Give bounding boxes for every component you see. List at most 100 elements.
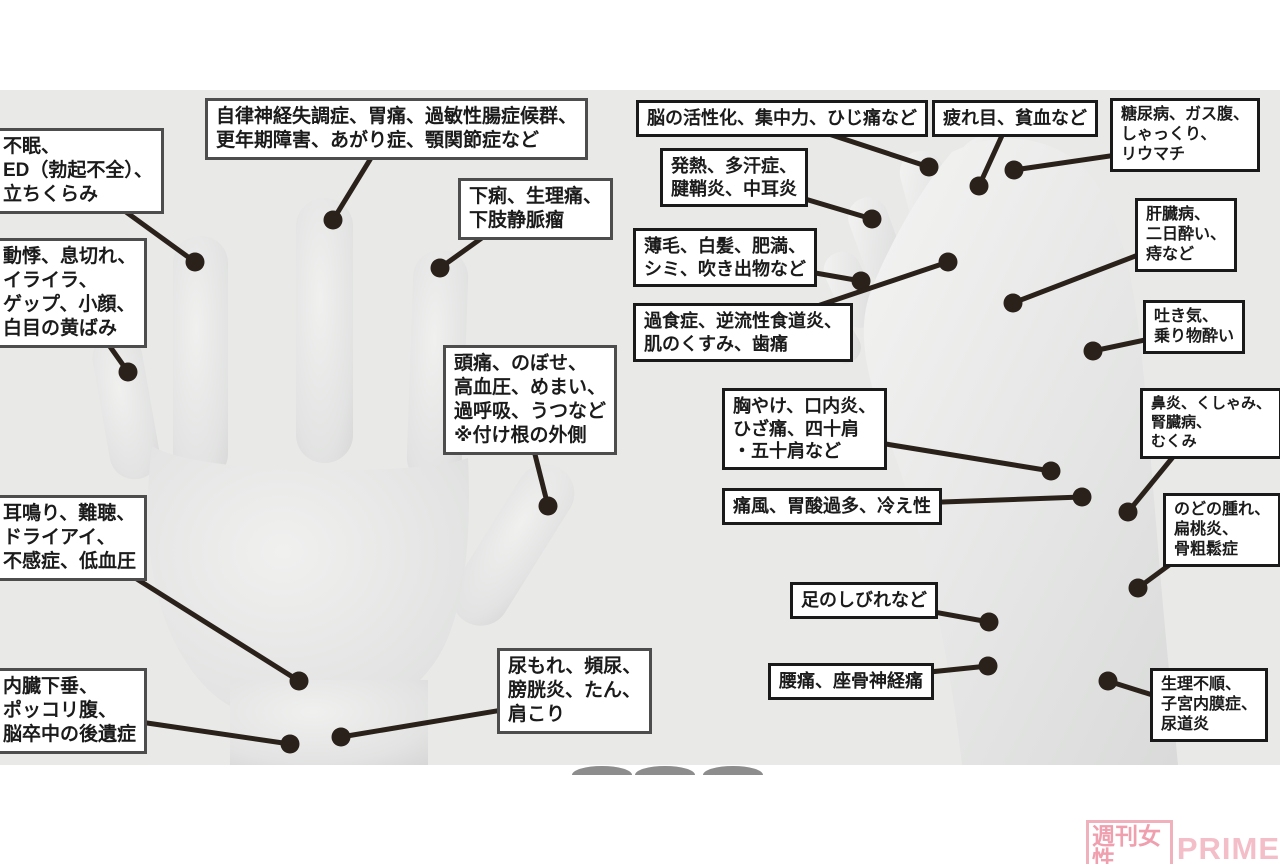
middle-finger — [296, 198, 353, 463]
callout-text-line: 動悸、息切れ、 — [3, 246, 137, 267]
point-dot-throat-swelling — [1128, 578, 1148, 598]
callout-text-line: 尿もれ、頻尿、 — [508, 656, 642, 677]
callout-text-line: 子宮内膜症、 — [1161, 696, 1258, 714]
callout-liver-disease: 肝臓病、二日酔い、痔など — [1135, 198, 1238, 273]
callout-lower-back-pain: 腰痛、座骨神経痛 — [768, 663, 934, 700]
callout-text-line: 肝臓病、 — [1146, 206, 1211, 223]
callout-text-line: 立ちくらみ — [3, 183, 99, 205]
palm-back — [147, 446, 469, 725]
callout-text-line: 尿道炎 — [1161, 716, 1210, 734]
callout-text-line: 耳鳴り、難聴、 — [3, 503, 136, 524]
callout-text-line: 頭痛、のぼせ、 — [454, 353, 588, 374]
callout-text-line: 腎臓病、 — [1151, 413, 1212, 431]
callout-text-line: 白目の黄ばみ — [3, 317, 118, 339]
callout-nausea: 吐き気、乗り物酔い — [1143, 300, 1246, 355]
point-dot-rhinitis — [1118, 502, 1138, 522]
callout-text-line: 高血圧、めまい、 — [454, 376, 607, 398]
point-dot-menstrual — [1098, 671, 1118, 691]
point-dot-autonomic-nerve — [323, 210, 343, 230]
callout-text-line: ※付け根の外側 — [454, 424, 587, 446]
callout-text-line: 自律神経失調症、胃痛、過敏性腸症候群、 — [216, 106, 578, 127]
wrist — [230, 680, 428, 765]
callout-text-line: ・五十肩など — [733, 441, 841, 462]
callout-text-line: 更年期障害、あがり症、顎関節症など — [216, 129, 540, 151]
callout-headache: 頭痛、のぼせ、高血圧、めまい、過呼吸、うつなど※付け根の外側 — [443, 345, 618, 455]
callout-text-line: 薄毛、白髪、肥満、 — [644, 236, 806, 256]
callout-text-line: ゲップ、小顔、 — [3, 293, 136, 315]
callout-text-line: 生理不順、 — [1161, 676, 1242, 693]
callout-text-line: 腱鞘炎、中耳炎 — [671, 178, 797, 199]
point-dot-gout — [1072, 487, 1092, 507]
point-dot-visceral-droop — [280, 734, 300, 754]
callout-text-line: リウマチ — [1121, 146, 1186, 164]
callout-text-line: 糖尿病、ガス腹、 — [1121, 106, 1250, 123]
callout-text-line: 腰痛、座骨神経痛 — [779, 671, 923, 691]
callout-text-line: 疲れ目、貧血など — [943, 108, 1087, 128]
callout-tinnitus: 耳鳴り、難聴、ドライアイ、不感症、低血圧 — [0, 495, 148, 581]
callout-text-line: ドライアイ、 — [3, 526, 116, 548]
ring-finger — [173, 236, 228, 481]
callout-text-line: ひざ痛、四十肩 — [733, 418, 859, 439]
bottom-fingertip-arcs — [572, 766, 763, 775]
callout-text-line: 内臓下垂、 — [3, 676, 99, 697]
callout-text-line: 膀胱炎、たん、 — [508, 679, 642, 701]
fingertip-arc — [703, 766, 763, 775]
callout-text-line: 発熱、多汗症、 — [671, 156, 797, 176]
callout-text-line: しゃっくり、 — [1121, 126, 1217, 144]
callout-text-line: イライラ、 — [3, 269, 98, 291]
point-dot-tinnitus — [289, 671, 309, 691]
callout-gout: 痛風、胃酸過多、冷え性 — [722, 488, 942, 525]
point-dot-insomnia — [185, 252, 205, 272]
callout-leg-numbness: 足のしびれなど — [790, 582, 938, 619]
callout-rhinitis: 鼻炎、くしゃみ、腎臓病、むくみ — [1140, 388, 1280, 459]
callout-diabetes: 糖尿病、ガス腹、しゃっくり、リウマチ — [1110, 98, 1261, 173]
callout-brain-activation: 脳の活性化、集中力、ひじ痛など — [636, 100, 928, 137]
callout-diarrhea: 下痢、生理痛、下肢静脈瘤 — [458, 178, 614, 240]
callout-text-line: 肩こり — [508, 703, 566, 725]
callout-text-line: 乗り物酔い — [1154, 328, 1235, 346]
point-dot-fever — [862, 209, 882, 229]
callout-text-line: 下肢静脈瘤 — [469, 209, 565, 231]
point-dot-headache — [538, 496, 558, 516]
callout-tired-eyes: 疲れ目、貧血など — [932, 100, 1098, 137]
callout-text-line: 脳卒中の後遺症 — [3, 723, 137, 745]
point-dot-tired-eyes — [969, 176, 989, 196]
foot-body — [863, 138, 1178, 765]
magazine-watermark: 週刊女性 PRIME — [1086, 820, 1280, 864]
callout-throat-swelling: のどの腫れ、扁桃炎、骨粗鬆症 — [1163, 493, 1280, 568]
callout-text-line: むくみ — [1151, 432, 1197, 450]
callout-palpitations: 動悸、息切れ、イライラ、ゲップ、小顔、白目の黄ばみ — [0, 238, 148, 348]
callout-urine-leak: 尿もれ、頻尿、膀胱炎、たん、肩こり — [497, 648, 653, 734]
point-dot-leg-numbness — [979, 612, 999, 632]
callout-text-line: 二日酔い、 — [1146, 226, 1227, 244]
watermark-plain-text: PRIME — [1176, 830, 1280, 864]
fourth-toe — [823, 251, 880, 328]
callout-insomnia: 不眠、ED（勃起不全）、立ちくらみ — [0, 128, 164, 214]
callout-text-line: 過食症、逆流性食道炎、 — [644, 311, 842, 331]
fingertip-arc — [635, 766, 695, 775]
callout-text-line: 胸やけ、口内炎、 — [733, 396, 877, 416]
point-dot-liver-disease — [1003, 293, 1023, 313]
callout-visceral-droop: 内臓下垂、ポッコリ腹、脳卒中の後遺症 — [0, 668, 148, 754]
point-dot-urine-leak — [331, 727, 351, 747]
callout-overeating: 過食症、逆流性食道炎、肌のくすみ、歯痛 — [633, 303, 853, 363]
point-dot-brain-activation — [919, 157, 939, 177]
callout-text-line: 過呼吸、うつなど — [454, 400, 607, 422]
point-dot-diabetes — [1004, 160, 1024, 180]
callout-text-line: 骨粗鬆症 — [1174, 541, 1239, 559]
callout-text-line: 扁桃炎、 — [1174, 521, 1239, 539]
callout-text-line: 痛風、胃酸過多、冷え性 — [733, 496, 931, 516]
callout-thinning-hair: 薄毛、白髪、肥満、シミ、吹き出物など — [633, 228, 817, 288]
callout-text-line: 脳の活性化、集中力、ひじ痛など — [647, 108, 917, 128]
watermark-boxed-text: 週刊女性 — [1086, 820, 1173, 864]
point-dot-nausea — [1083, 341, 1103, 361]
callout-text-line: 足のしびれなど — [801, 590, 927, 610]
point-dot-lower-back-pain — [978, 656, 998, 676]
callout-fever: 発熱、多汗症、腱鞘炎、中耳炎 — [660, 148, 808, 208]
point-dot-palpitations — [118, 362, 138, 382]
callout-text-line: 肌のくすみ、歯痛 — [644, 333, 788, 354]
callout-text-line: のどの腫れ、 — [1174, 501, 1271, 518]
